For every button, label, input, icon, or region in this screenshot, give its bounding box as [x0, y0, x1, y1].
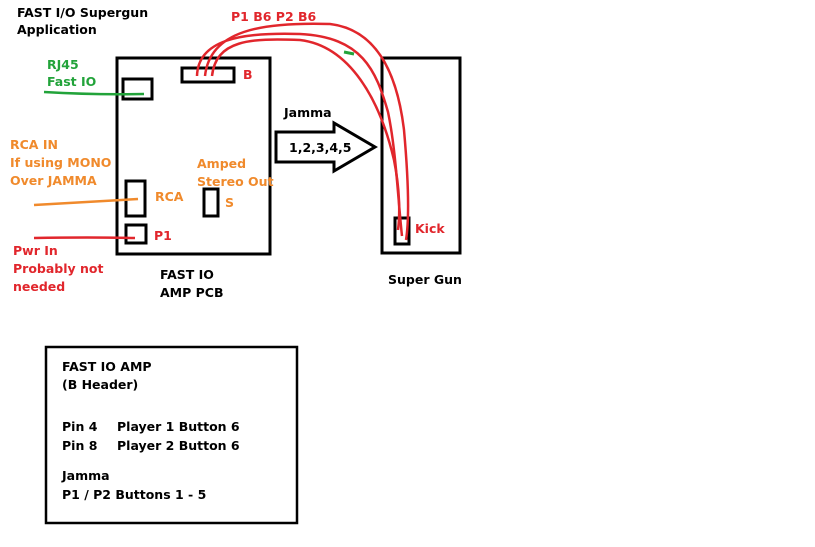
- legend-row-desc: Player 2 Button 6: [117, 438, 240, 453]
- b6-wire-3: [210, 38, 401, 231]
- legend-row-pin: Pin 8: [62, 438, 98, 453]
- jamma-arrow: [274, 120, 378, 174]
- rca-in-line1: RCA IN: [10, 137, 58, 152]
- title-line1: FAST I/O Supergun: [17, 5, 149, 20]
- rca-wire: [33, 197, 139, 207]
- b6-wire-2: [203, 22, 410, 241]
- pwr-in-line3: needed: [13, 279, 66, 294]
- legend-row-pin: Pin 4: [62, 419, 98, 434]
- green-mark: [343, 50, 355, 56]
- p1-connector: [124, 223, 148, 245]
- rj45-connector: [121, 77, 154, 101]
- rj45-label-line1: RJ45: [47, 57, 79, 72]
- amp-pcb-line2: AMP PCB: [160, 285, 224, 300]
- supergun-box: [380, 56, 462, 255]
- rj45-wire: [43, 90, 145, 96]
- power-wire: [33, 236, 136, 240]
- legend-box: [44, 345, 299, 525]
- rca-in-line3: Over JAMMA: [10, 173, 97, 188]
- p1-label: P1: [154, 228, 172, 243]
- amp-pcb-line1: FAST IO: [160, 267, 214, 282]
- b-header-connector: [180, 66, 236, 84]
- amped-line1: Amped: [197, 156, 247, 171]
- legend-jamma-title: Jamma: [62, 468, 110, 483]
- amp-pcb-box: [115, 56, 272, 256]
- title-line2: Application: [17, 22, 97, 37]
- kick-connector: [393, 216, 411, 246]
- supergun-label: Super Gun: [388, 272, 462, 287]
- kick-label: Kick: [415, 221, 445, 236]
- legend-jamma-desc: P1 / P2 Buttons 1 - 5: [62, 487, 207, 502]
- pwr-in-line1: Pwr In: [13, 243, 58, 258]
- arrow-text: 1,2,3,4,5: [289, 140, 352, 155]
- legend-subtitle: (B Header): [62, 377, 139, 392]
- pwr-in-line2: Probably not: [13, 261, 104, 276]
- b-header-label: B: [243, 67, 253, 82]
- rca-in-line2: If using MONO: [10, 155, 112, 170]
- jamma-label: Jamma: [284, 105, 332, 120]
- s-connector: [202, 187, 220, 218]
- wires-label: P1 B6 P2 B6: [231, 9, 317, 24]
- legend-title: FAST IO AMP: [62, 359, 152, 374]
- rj45-label-line2: Fast IO: [47, 74, 97, 89]
- amped-line2: Stereo Out: [197, 174, 274, 189]
- legend-row-desc: Player 1 Button 6: [117, 419, 240, 434]
- s-label: S: [225, 195, 235, 210]
- rca-label: RCA: [155, 189, 184, 204]
